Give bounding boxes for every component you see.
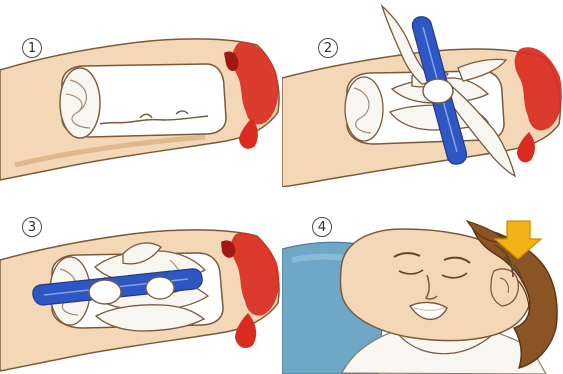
step-1-number-badge: 1 [22, 38, 42, 58]
step-3-number-badge: 3 [22, 217, 42, 237]
step-1-limb-pad-drawing [0, 0, 282, 187]
step-3-tightened-tourniquet-drawing [0, 187, 282, 374]
step-4-panel: 4 [282, 187, 563, 374]
step-2-knot-stick-drawing [282, 0, 563, 187]
step-4-number-badge: 4 [312, 217, 332, 237]
down-arrow-icon [282, 187, 563, 374]
step-3-panel: 3 [0, 187, 282, 374]
step-1-panel: 1 [0, 0, 282, 187]
step-2-number-badge: 2 [318, 38, 338, 58]
step-2-panel: 2 [282, 0, 563, 187]
